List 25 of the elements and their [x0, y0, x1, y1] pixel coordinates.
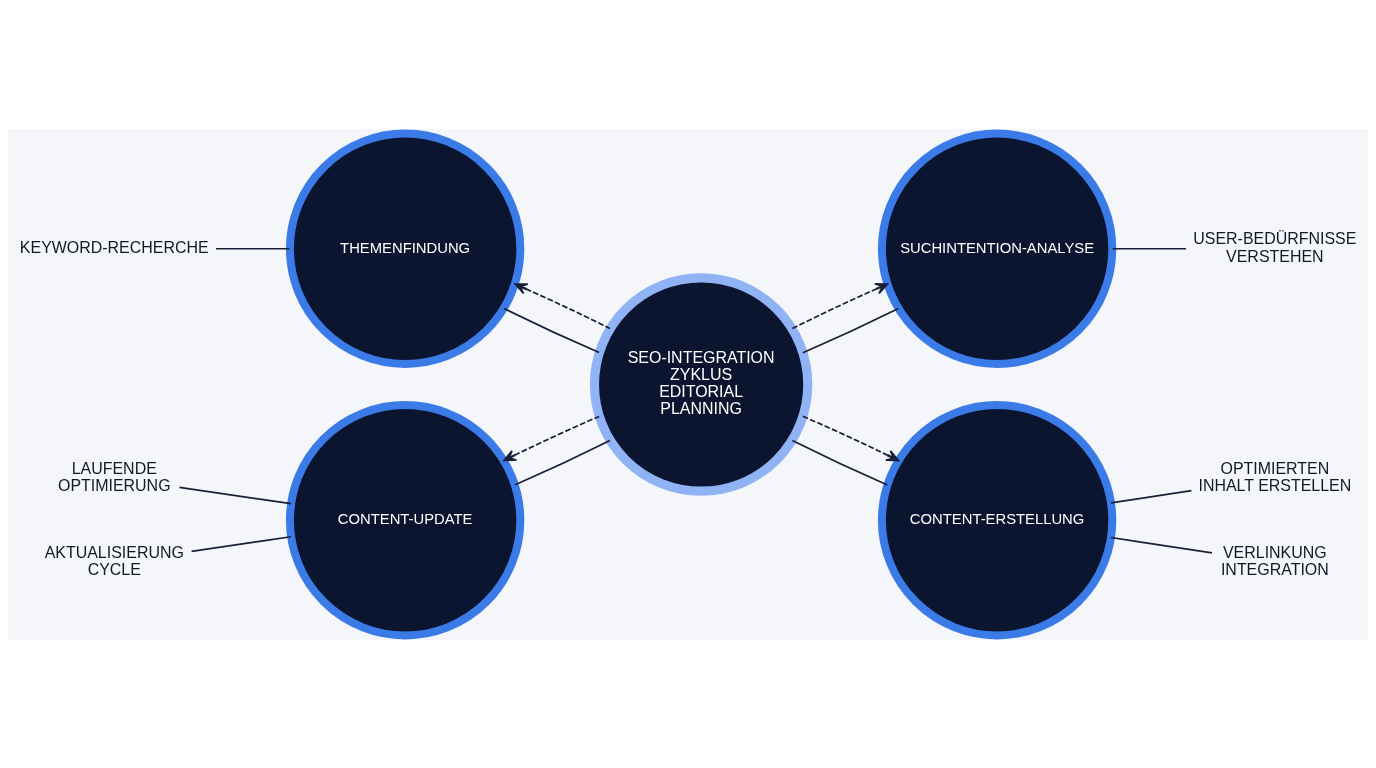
connector [178, 486, 292, 505]
node-text: LAUFENDE OPTIMIERUNG [57, 459, 171, 494]
node-circle: SEO-INTEGRATION ZYKLUS EDITORIAL PLANNING [589, 272, 813, 496]
node-circle: CONTENT-UPDATE [285, 400, 525, 639]
connector [1111, 247, 1187, 250]
connector [215, 247, 291, 250]
arrow [802, 414, 900, 461]
node-circle: THEMENFINDUNG [285, 129, 525, 368]
node-text: OPTIMIERTEN INHALT ERSTELLEN [1198, 459, 1352, 494]
connector [1110, 536, 1213, 554]
node-text: VERLINKUNG INTEGRATION [1220, 543, 1329, 578]
arrow [514, 282, 611, 329]
node-text: USER-BEDÜRFNISSE VERSTEHEN [1193, 229, 1357, 265]
node-circle: CONTENT-ERSTELLUNG [877, 400, 1117, 639]
connector [190, 535, 292, 552]
arrow [503, 415, 600, 461]
connector [791, 439, 889, 486]
node-text: KEYWORD-RECHERCHE [19, 238, 209, 256]
node-circle: SUCHINTENTION-ANALYSE [877, 129, 1117, 368]
node-text: AKTUALISIERUNG CYCLE [44, 543, 184, 578]
arrow [791, 282, 889, 329]
connector [503, 307, 600, 353]
connector [802, 307, 900, 354]
connector [514, 439, 611, 486]
connector [1110, 489, 1193, 504]
